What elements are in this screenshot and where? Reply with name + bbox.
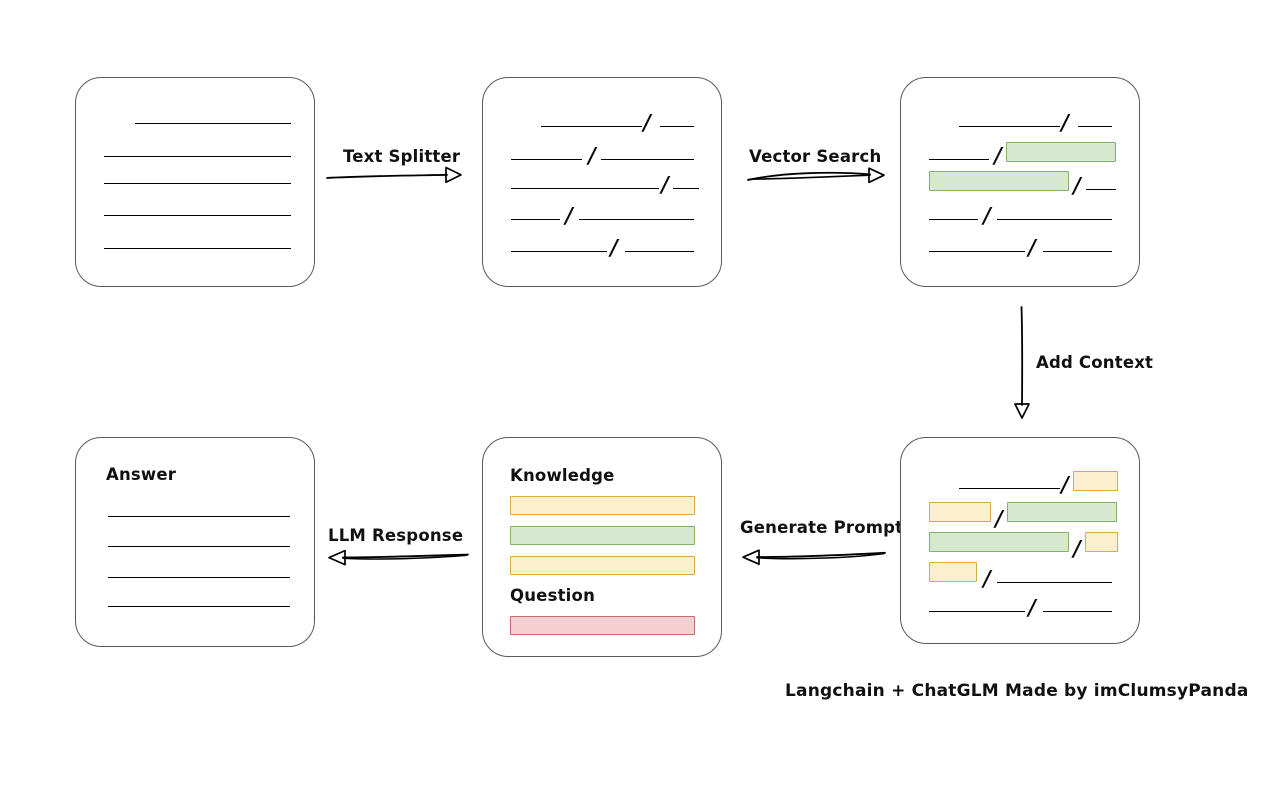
chunk-highlight-yellow[interactable] [1073, 471, 1118, 491]
generate-prompt-arrow-icon [742, 549, 886, 566]
chunk-separator: / [1061, 109, 1069, 135]
doc-line [104, 215, 291, 216]
answer-line [108, 516, 290, 517]
llm-response-arrow-icon [328, 549, 469, 566]
knowledge-label: Knowledge [510, 466, 615, 485]
chunk-separator: / [983, 202, 991, 228]
vector-search-arrow-icon [747, 167, 885, 184]
chunk-segment [511, 219, 560, 220]
arrow-text-splitter [325, 160, 465, 188]
chunk-separator: / [1061, 471, 1069, 497]
arrow-label-vector-search: Vector Search [749, 147, 882, 166]
chunk-separator: / [610, 234, 618, 260]
arrow-label-llm-response: LLM Response [328, 526, 464, 545]
stage-answer[interactable]: Answer [75, 437, 315, 647]
answer-title: Answer [106, 465, 177, 484]
chunk-separator: / [643, 109, 651, 135]
chunk-separator: / [995, 505, 1003, 531]
answer-line [108, 577, 290, 578]
chunk-separator: / [588, 142, 596, 168]
chunk-segment [929, 611, 1025, 612]
chunk-highlight-yellow[interactable] [929, 502, 991, 522]
stage-matched-chunks[interactable]: / / / / / [900, 77, 1140, 287]
chunk-segment [511, 159, 582, 160]
chunk-segment [511, 188, 659, 189]
stage-context-chunks[interactable]: / / / / / [900, 437, 1140, 644]
diagram-caption: Langchain + ChatGLM Made by imClumsyPand… [785, 681, 1249, 701]
chunk-segment [1078, 126, 1112, 127]
chunk-segment [673, 188, 699, 189]
chunk-segment [511, 251, 607, 252]
chunk-highlight-yellow[interactable] [929, 562, 977, 582]
chunk-highlight-yellow[interactable] [1085, 532, 1118, 552]
chunk-segment [929, 219, 978, 220]
chunk-separator: / [661, 171, 669, 197]
chunk-segment [541, 126, 642, 127]
doc-line [104, 248, 291, 249]
doc-line [135, 123, 291, 124]
text-splitter-arrow-icon [326, 166, 462, 184]
chunk-separator: / [1073, 172, 1081, 198]
arrow-vector-search [746, 160, 888, 188]
arrow-llm-response [320, 542, 470, 570]
chunk-highlight-green[interactable] [929, 532, 1069, 552]
doc-line [104, 183, 291, 184]
chunk-segment [579, 219, 694, 220]
add-context-arrow-icon [1014, 306, 1030, 419]
chunk-separator: / [1073, 535, 1081, 561]
arrow-label-generate-prompt: Generate Prompt [740, 518, 904, 537]
stage-split-chunks[interactable]: / / / / / [482, 77, 722, 287]
answer-line [108, 546, 290, 547]
chunk-separator: / [1028, 594, 1036, 620]
answer-line [108, 606, 290, 607]
knowledge-bar-green[interactable] [510, 526, 695, 545]
chunk-segment [997, 219, 1112, 220]
chunk-separator: / [983, 565, 991, 591]
arrow-add-context [1008, 305, 1038, 420]
arrow-label-text-splitter: Text Splitter [343, 147, 461, 166]
chunk-separator: / [565, 202, 573, 228]
chunk-segment [929, 251, 1025, 252]
chunk-segment [997, 582, 1112, 583]
stage-prompt[interactable]: Knowledge Question [482, 437, 722, 657]
knowledge-bar-yellow[interactable] [510, 496, 695, 515]
chunk-segment [660, 126, 694, 127]
question-label: Question [510, 586, 596, 605]
chunk-segment [959, 126, 1060, 127]
chunk-highlight-green[interactable] [1006, 142, 1116, 162]
chunk-segment [1086, 189, 1116, 190]
chunk-separator: / [994, 142, 1002, 168]
chunk-segment [1043, 611, 1112, 612]
stage-source-document[interactable] [75, 77, 315, 287]
doc-line [104, 156, 291, 157]
chunk-highlight-green[interactable] [1007, 502, 1117, 522]
arrow-generate-prompt [735, 542, 887, 570]
chunk-segment [625, 251, 694, 252]
chunk-separator: / [1028, 234, 1036, 260]
chunk-segment [1043, 251, 1112, 252]
chunk-segment [601, 159, 694, 160]
knowledge-bar-yellow[interactable] [510, 556, 695, 575]
chunk-segment [929, 159, 989, 160]
arrow-label-add-context: Add Context [1036, 353, 1154, 372]
question-bar-red[interactable] [510, 616, 695, 635]
chunk-highlight-green[interactable] [929, 171, 1069, 191]
chunk-segment [959, 488, 1060, 489]
